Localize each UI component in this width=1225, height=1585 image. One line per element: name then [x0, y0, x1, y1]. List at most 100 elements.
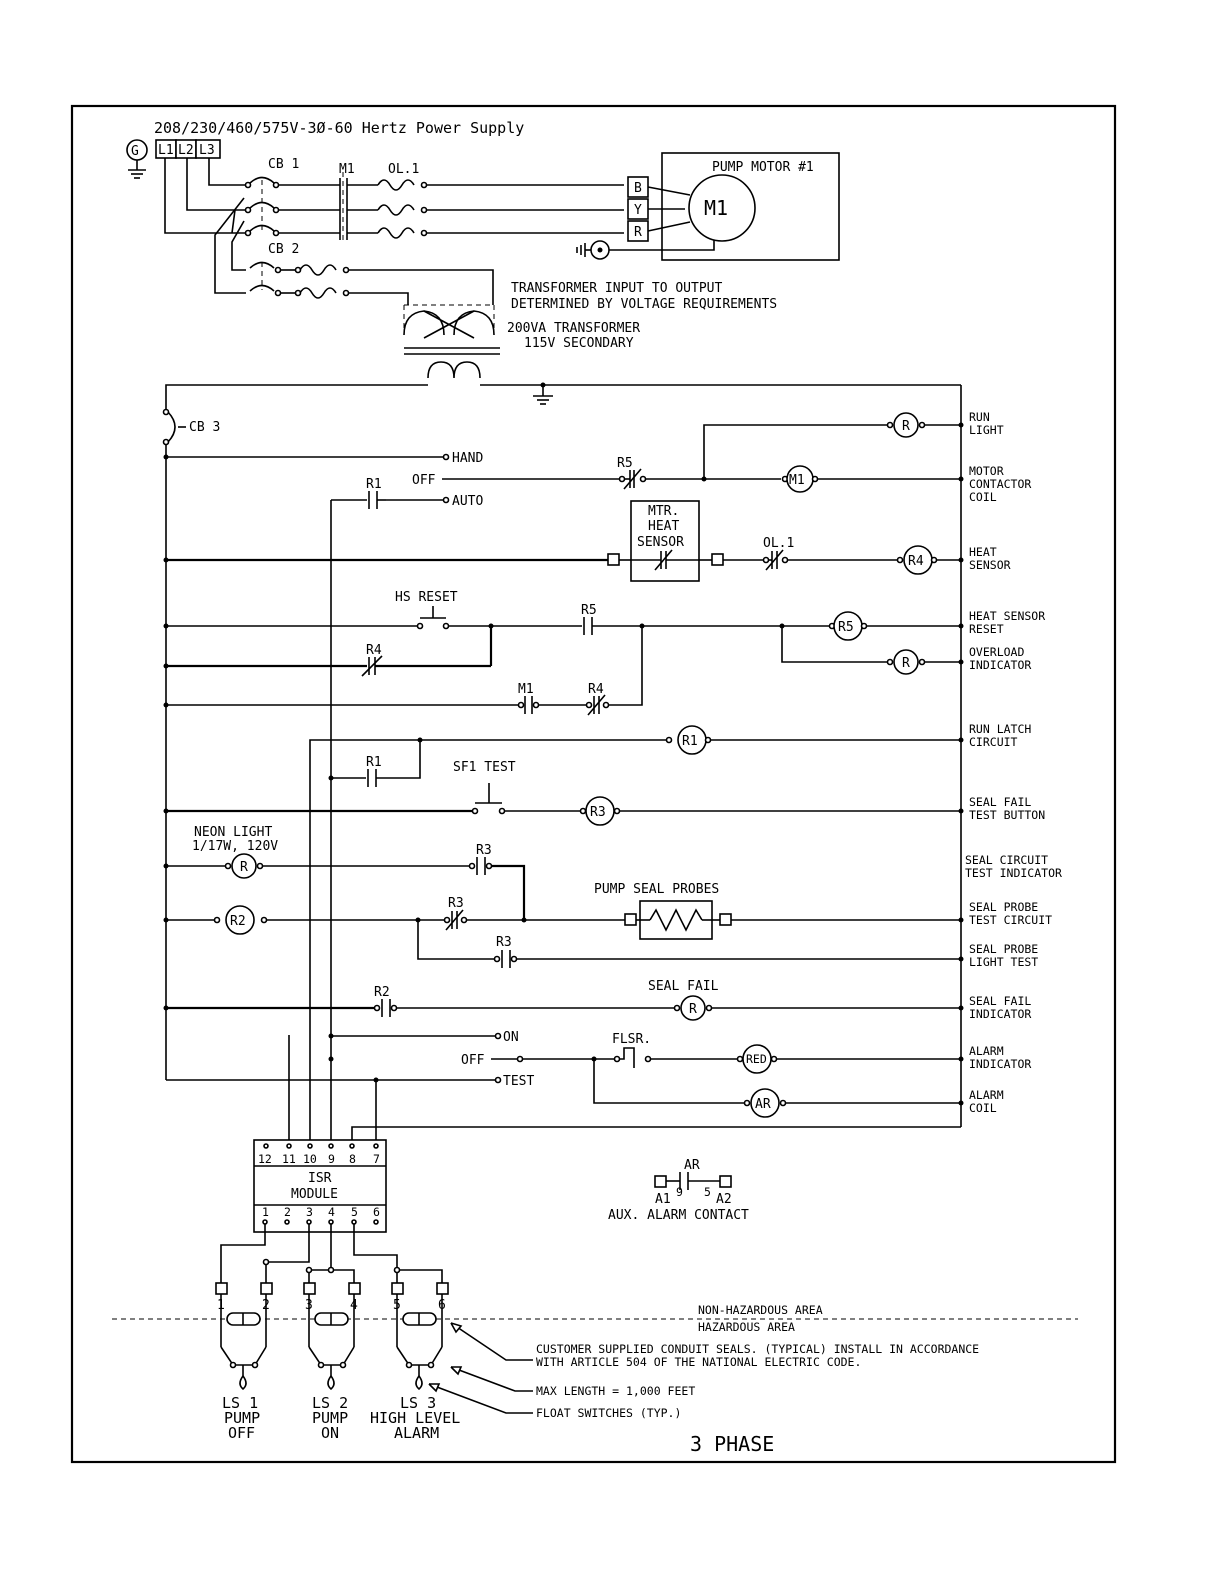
label-heat-sensor-2: SENSOR — [969, 558, 1011, 572]
rung-heat-sensor-reset: HS RESET R5 R5 R R4 — [163, 590, 964, 716]
r4-nc-label-2: R4 — [588, 682, 604, 697]
label-alarm-coil-1: ALARM — [969, 1088, 1004, 1102]
label-seal-fail-ind-2: INDICATOR — [969, 1007, 1031, 1021]
m1-power-contact-label: M1 — [339, 162, 355, 177]
transformer-note-1: TRANSFORMER INPUT TO OUTPUT — [511, 281, 722, 296]
motor-lead-y: Y — [634, 203, 642, 218]
ol1-power-label: OL.1 — [388, 162, 419, 177]
r4-coil-label: R4 — [908, 554, 924, 569]
label-probe-light-1: SEAL PROBE — [969, 942, 1038, 956]
label-probe-light-2: LIGHT TEST — [969, 955, 1038, 969]
overload-indicator-r: R — [902, 656, 910, 671]
r4-nc-label-1: R4 — [366, 643, 382, 658]
label-seal-fail-test-1: SEAL FAIL — [969, 795, 1031, 809]
label-run-light-2: LIGHT — [969, 423, 1004, 437]
motor-lead-b: B — [634, 181, 642, 196]
aux-5: 5 — [704, 1185, 711, 1199]
m1-coil-label: M1 — [789, 473, 805, 488]
label-probe-test-1: SEAL PROBE — [969, 900, 1038, 914]
drawing-border — [70, 104, 1117, 1464]
field-notes: CUSTOMER SUPPLIED CONDUIT SEALS. (TYPICA… — [428, 1322, 979, 1420]
aux-ar: AR — [684, 1158, 700, 1173]
label-motor-contactor-3: COIL — [969, 490, 997, 504]
label-heat-sensor-1: HEAT — [969, 545, 997, 559]
pump-seal-probes-label: PUMP SEAL PROBES — [594, 882, 719, 897]
cb3-label: CB 3 — [189, 420, 220, 435]
rung-hand-off-auto: HAND OFF AUTO — [163, 451, 620, 509]
float-switch-labels: LS 1 PUMP OFF LS 2 PUMP ON LS 3 HIGH LEV… — [222, 1394, 460, 1442]
supply-wiring — [164, 158, 246, 294]
isr-bot-2: 2 — [284, 1205, 291, 1219]
float-switch-ls1 — [220, 1294, 267, 1391]
isr-top-11: 11 — [282, 1152, 296, 1166]
flsr-label: FLSR. — [612, 1032, 651, 1047]
isr-module: ISR MODULE 12 11 10 9 8 7 1 2 3 4 5 6 — [253, 1139, 387, 1233]
label-run-latch-1: RUN LATCH — [969, 722, 1031, 736]
note-conduit-seals-1: CUSTOMER SUPPLIED CONDUIT SEALS. (TYPICA… — [536, 1342, 979, 1356]
note-conduit-seals-2: WITH ARTICLE 504 OF THE NATIONAL ELECTRI… — [536, 1355, 861, 1369]
r3-contact-label-2: R3 — [496, 935, 512, 950]
power-lines — [279, 172, 624, 240]
label-seal-circuit-2: TEST INDICATOR — [965, 866, 1062, 880]
pump-motor-m1: M1 — [704, 196, 728, 220]
label-hs-reset-2: RESET — [969, 622, 1004, 636]
label-run-light-1: RUN — [969, 410, 990, 424]
r1-latch-contact: R1 — [331, 477, 386, 509]
isr-label-1: ISR — [308, 1171, 332, 1186]
alarm-selector-off: OFF — [461, 1053, 485, 1068]
ground-label: G — [131, 144, 139, 159]
label-overload-2: INDICATOR — [969, 658, 1031, 672]
three-phase-label: 3 PHASE — [690, 1432, 774, 1456]
control-rails — [165, 382, 962, 1127]
line-l3: L3 — [199, 143, 215, 158]
ol1-control-label: OL.1 — [763, 536, 794, 551]
rung-run-latch: R1 R1 — [309, 725, 964, 787]
line-terminals: L1 L2 L3 — [155, 139, 221, 159]
seal-fail-r: R — [689, 1002, 697, 1017]
r3-nc-label: R3 — [448, 896, 464, 911]
ls3-line3: ALARM — [394, 1424, 439, 1442]
rung-seal-probe-light-test: R3 — [417, 920, 964, 968]
sf1-test-label: SF1 TEST — [453, 760, 516, 775]
isr-bot-3: 3 — [306, 1205, 313, 1219]
isr-bot-1: 1 — [262, 1205, 269, 1219]
control-transformer — [403, 304, 500, 379]
r2-coil-label: R2 — [230, 914, 246, 929]
overload-indicator-lamp — [893, 649, 919, 675]
label-overload-1: OVERLOAD — [969, 645, 1024, 659]
run-light-r: R — [902, 419, 910, 434]
rung-alarm: ON OFF FLSR. RED AR TEST — [166, 1030, 964, 1140]
transformer-label-1: 200VA TRANSFORMER — [507, 321, 640, 336]
r2-coil — [225, 905, 255, 935]
label-motor-contactor-2: CONTACTOR — [969, 477, 1031, 491]
hazardous-label: HAZARDOUS AREA — [698, 1320, 795, 1334]
neon-light-lamp — [231, 853, 257, 879]
cb2-breaker: CB 2 — [249, 242, 494, 305]
isr-top-7: 7 — [373, 1152, 380, 1166]
seal-fail-lamp — [680, 995, 706, 1021]
mtr-heat-sensor-3: SENSOR — [637, 535, 684, 550]
label-seal-circuit-1: SEAL CIRCUIT — [965, 853, 1048, 867]
cb1-breaker: CB 1 — [244, 157, 299, 237]
mtr-heat-sensor-box — [630, 500, 700, 582]
isr-bot-5: 5 — [351, 1205, 358, 1219]
aux-a2: A2 — [716, 1192, 732, 1207]
ls3-line2: HIGH LEVEL — [370, 1409, 460, 1427]
alarm-selector-test: TEST — [503, 1074, 534, 1089]
r5-no-label: R5 — [581, 603, 597, 618]
ls3-line1: LS 3 — [400, 1394, 436, 1412]
isr-top-9: 9 — [328, 1152, 335, 1166]
neon-light-2: 1/17W, 120V — [192, 839, 278, 854]
label-run-latch-2: CIRCUIT — [969, 735, 1018, 749]
ls2-line1: LS 2 — [312, 1394, 348, 1412]
rung-seal-fail-test: SF1 TEST R3 — [163, 760, 964, 826]
ground-terminal: G — [126, 139, 148, 179]
aux-a1: A1 — [655, 1192, 671, 1207]
selector-auto: AUTO — [452, 494, 483, 509]
cb1-label: CB 1 — [268, 157, 299, 172]
selector-hand: HAND — [452, 451, 483, 466]
ls1-line3: OFF — [228, 1424, 255, 1442]
label-seal-fail-ind-1: SEAL FAIL — [969, 994, 1031, 1008]
neon-light-1: NEON LIGHT — [194, 825, 272, 840]
r1-coil-label: R1 — [682, 734, 698, 749]
